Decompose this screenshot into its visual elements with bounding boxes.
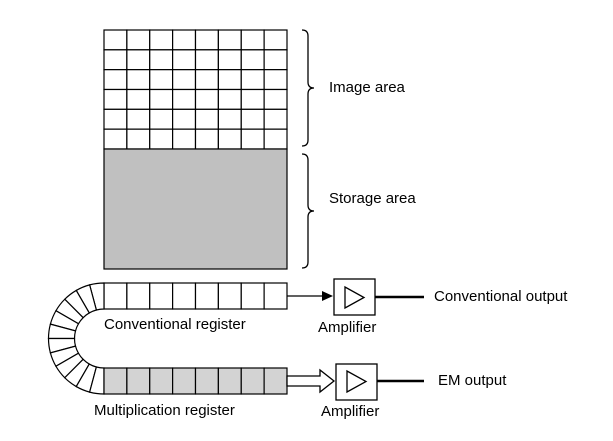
image-pixel-cell — [217, 108, 242, 130]
conventional-register-cell — [103, 282, 128, 310]
image-pixel-cell — [240, 69, 265, 91]
conventional-arrow-head — [322, 291, 333, 301]
image-pixel-cell — [149, 49, 174, 71]
image-pixel-cell — [263, 49, 288, 71]
conventional-register-cell — [240, 282, 265, 310]
image-pixel-cell — [103, 108, 128, 130]
image-pixel-cell — [126, 29, 151, 51]
em-output-label: EM output — [438, 372, 507, 389]
multiplication-register-cell — [263, 367, 288, 395]
image-pixel-cell — [240, 128, 265, 150]
image-area-label: Image area — [329, 79, 405, 96]
conventional-register-label: Conventional register — [104, 316, 246, 333]
multiplication-register-cell — [149, 367, 174, 395]
multiplication-register-cell — [240, 367, 265, 395]
image-pixel-cell — [194, 69, 219, 91]
image-pixel-cell — [149, 108, 174, 130]
image-pixel-cell — [149, 88, 174, 110]
image-pixel-cell — [217, 29, 242, 51]
amplifier-bottom-icon — [346, 369, 368, 394]
multiplication-register-cell — [172, 367, 197, 395]
image-pixel-cell — [194, 88, 219, 110]
image-pixel-cell — [103, 88, 128, 110]
image-pixel-cell — [194, 49, 219, 71]
image-pixel-cell — [194, 29, 219, 51]
image-pixel-cell — [240, 49, 265, 71]
conventional-register-cell — [172, 282, 197, 310]
image-pixel-cell — [240, 108, 265, 130]
image-pixel-cell — [172, 128, 197, 150]
amplifier-top-icon — [344, 285, 366, 310]
amplifier-bottom-label: Amplifier — [321, 403, 380, 420]
image-pixel-cell — [126, 88, 151, 110]
image-pixel-cell — [194, 128, 219, 150]
em-hollow-arrow — [286, 368, 336, 394]
image-pixel-cell — [172, 29, 197, 51]
image-area-grid — [103, 29, 288, 150]
image-pixel-cell — [149, 69, 174, 91]
image-pixel-cell — [263, 29, 288, 51]
image-pixel-cell — [217, 88, 242, 110]
conventional-register-cell — [194, 282, 219, 310]
image-pixel-cell — [103, 69, 128, 91]
conventional-register-cell — [149, 282, 174, 310]
conventional-register — [103, 282, 288, 310]
conventional-register-cell — [126, 282, 151, 310]
amplifier-top-box — [333, 278, 376, 316]
curved-transfer-register — [47, 282, 105, 395]
amplifier-bottom-box — [335, 363, 378, 401]
image-pixel-cell — [263, 128, 288, 150]
image-pixel-cell — [103, 29, 128, 51]
image-pixel-cell — [217, 128, 242, 150]
multiplication-register — [103, 367, 288, 395]
multiplication-register-cell — [126, 367, 151, 395]
multiplication-register-label: Multiplication register — [94, 402, 235, 419]
image-pixel-cell — [126, 69, 151, 91]
image-pixel-cell — [217, 69, 242, 91]
image-pixel-cell — [126, 108, 151, 130]
image-pixel-cell — [126, 128, 151, 150]
image-pixel-cell — [172, 88, 197, 110]
image-pixel-cell — [126, 49, 151, 71]
conventional-output-label: Conventional output — [434, 288, 568, 305]
image-pixel-cell — [263, 88, 288, 110]
storage-area-brace — [301, 153, 315, 269]
storage-area-label: Storage area — [329, 190, 416, 207]
image-pixel-cell — [103, 49, 128, 71]
image-pixel-cell — [149, 128, 174, 150]
multiplication-register-cell — [103, 367, 128, 395]
image-pixel-cell — [149, 29, 174, 51]
image-pixel-cell — [172, 69, 197, 91]
image-pixel-cell — [103, 128, 128, 150]
multiplication-register-cell — [194, 367, 219, 395]
image-pixel-cell — [263, 69, 288, 91]
image-pixel-cell — [263, 108, 288, 130]
multiplication-register-cell — [217, 367, 242, 395]
image-area-brace — [301, 29, 315, 147]
conventional-register-cell — [217, 282, 242, 310]
amplifier-top-label: Amplifier — [318, 319, 377, 336]
image-pixel-cell — [240, 29, 265, 51]
image-pixel-cell — [172, 108, 197, 130]
image-pixel-cell — [217, 49, 242, 71]
conventional-register-cell — [263, 282, 288, 310]
image-pixel-cell — [240, 88, 265, 110]
image-pixel-cell — [172, 49, 197, 71]
storage-area — [103, 148, 288, 270]
image-pixel-cell — [194, 108, 219, 130]
